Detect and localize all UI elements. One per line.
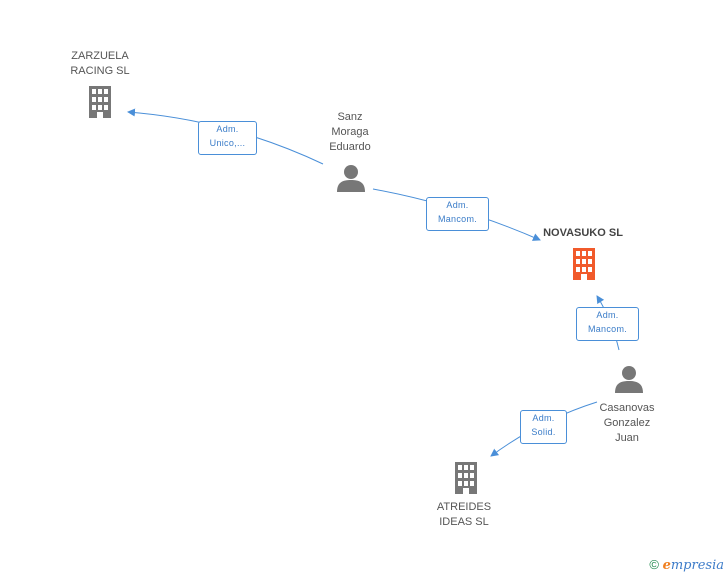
person-icon[interactable] bbox=[615, 366, 643, 393]
node-label-zarzuela-racing[interactable]: ZARZUELA RACING SL bbox=[60, 49, 140, 79]
node-label-line: Moraga bbox=[331, 126, 369, 138]
edge-label-line: Mancom. bbox=[587, 324, 628, 334]
building-icon-highlighted[interactable] bbox=[573, 248, 595, 280]
node-label-line: Juan bbox=[615, 432, 639, 444]
node-label-line: ZARZUELA bbox=[71, 50, 129, 62]
node-label-line: Gonzalez bbox=[603, 417, 651, 429]
edge-label-line: Adm. bbox=[596, 310, 619, 320]
edge-label-adm-mancom-casanovas[interactable]: Adm. Mancom. bbox=[576, 307, 639, 341]
building-icon[interactable] bbox=[455, 462, 477, 494]
node-label-casanovas-gonzalez-juan[interactable]: Casanovas Gonzalez Juan bbox=[587, 401, 667, 446]
edge-label-line: Adm. bbox=[216, 124, 239, 134]
empresia-logo: empresia bbox=[663, 558, 724, 573]
node-label-novasuko[interactable]: NOVASUKO SL bbox=[528, 226, 638, 241]
edge-label-line: Mancom. bbox=[437, 214, 478, 224]
building-icon[interactable] bbox=[89, 86, 111, 118]
node-label-line: IDEAS SL bbox=[439, 516, 489, 528]
edge-label-line: Adm. bbox=[446, 200, 469, 210]
node-label-atreides-ideas[interactable]: ATREIDES IDEAS SL bbox=[424, 500, 504, 530]
edge-label-adm-solid[interactable]: Adm. Solid. bbox=[520, 410, 567, 444]
node-label-sanz-moraga-eduardo[interactable]: Sanz Moraga Eduardo bbox=[310, 110, 390, 155]
logo-text: mpresia bbox=[670, 558, 724, 573]
node-label-line: ATREIDES bbox=[436, 501, 492, 513]
node-label-line: NOVASUKO SL bbox=[543, 227, 623, 239]
node-label-line: Eduardo bbox=[329, 141, 371, 153]
edge-label-line: Adm. bbox=[532, 413, 555, 423]
edge-label-adm-unico[interactable]: Adm. Unico,... bbox=[198, 121, 257, 155]
copyright-symbol: © bbox=[649, 557, 659, 572]
edge-label-line: Solid. bbox=[531, 427, 556, 437]
node-label-line: Casanovas bbox=[599, 402, 655, 414]
node-label-line: Sanz bbox=[337, 111, 363, 123]
person-icon[interactable] bbox=[337, 165, 365, 192]
edge-label-line: Unico,... bbox=[209, 138, 246, 148]
node-label-line: RACING SL bbox=[70, 65, 130, 77]
logo-letter: e bbox=[662, 558, 671, 573]
edge-label-adm-mancom-sanz[interactable]: Adm. Mancom. bbox=[426, 197, 489, 231]
empresia-watermark: © empresia bbox=[649, 557, 724, 573]
